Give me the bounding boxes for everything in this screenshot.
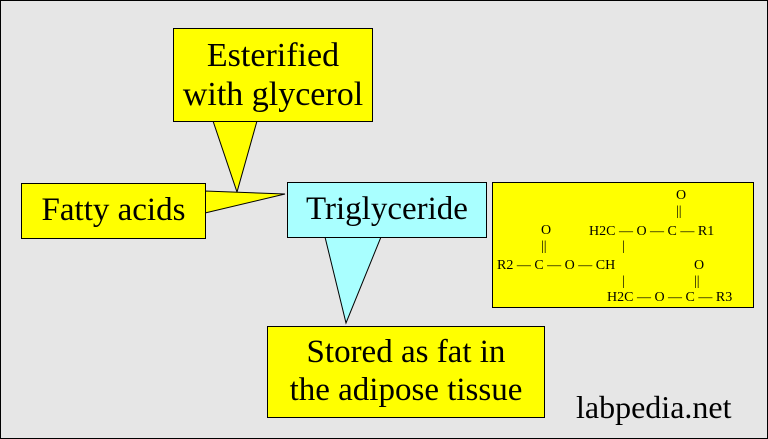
triglyceride-callout: Triglyceride [287, 182, 487, 238]
carbonyl-o-left: O [541, 223, 552, 238]
structure-row-3: H2C — O — C — R3 [607, 290, 733, 305]
triglyceride-pointer [324, 236, 382, 325]
esterified-callout: Esterified with glycerol [173, 28, 373, 122]
esterified-line-2: with glycerol [182, 76, 364, 113]
double-bond-left: || [541, 239, 547, 254]
triglyceride-label: Triglyceride [306, 191, 468, 228]
fatty-acids-callout: Fatty acids [21, 183, 206, 239]
esterified-pointer [212, 120, 258, 194]
carbonyl-o-right: O [694, 258, 705, 273]
fatty-acids-label: Fatty acids [41, 192, 186, 229]
stored-callout: Stored as fat in the adipose tissue [267, 326, 545, 418]
double-bond-top: || [676, 204, 682, 219]
stored-line-1: Stored as fat in [306, 334, 506, 371]
watermark: labpedia.net [576, 389, 732, 425]
fatty-acids-pointer [204, 190, 286, 214]
stored-line-2: the adipose tissue [289, 372, 523, 408]
single-bond-lower: | [622, 274, 625, 289]
structure-row-1: H2C — O — C — R1 [589, 224, 715, 239]
carbonyl-o-top: O [676, 188, 687, 203]
single-bond-upper: | [622, 239, 625, 254]
esterified-line-1: Esterified [206, 36, 340, 74]
structure-row-2: R2 — C — O — CH [497, 258, 616, 273]
double-bond-right: || [694, 274, 700, 289]
triglyceride-structure: O || H2C — O — C — R1 O || | R2 — C — O … [492, 182, 754, 308]
